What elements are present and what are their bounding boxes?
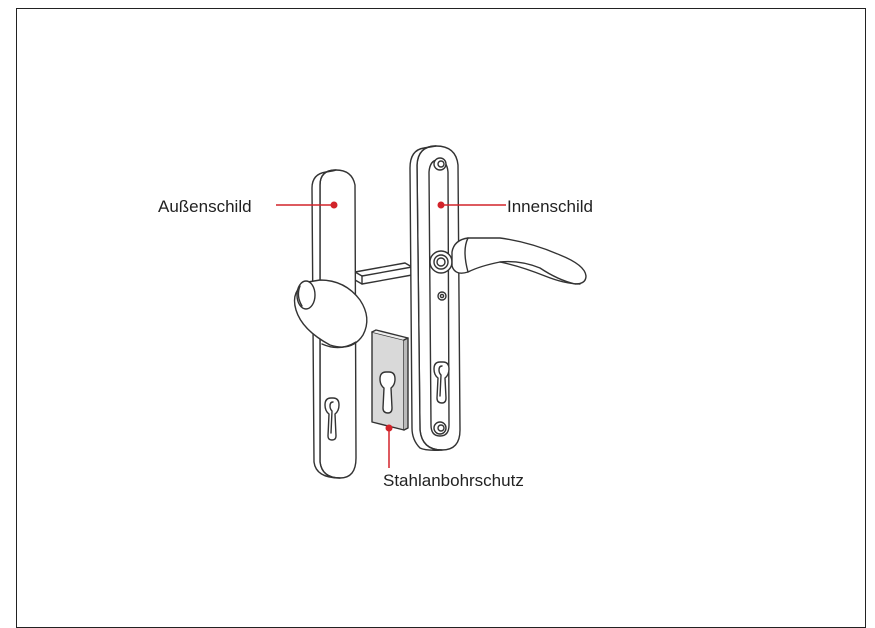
callout-dot [438, 202, 445, 209]
lever-handle [452, 238, 586, 284]
steel-drill-protection [372, 330, 408, 430]
callout-stahlanbohrschutz [386, 425, 393, 469]
label-aussenschild: Außenschild [158, 198, 252, 215]
callout-dot [386, 425, 393, 432]
callout-dot [331, 202, 338, 209]
door-fitting-diagram [0, 0, 875, 612]
label-stahlanbohrschutz: Stahlanbohrschutz [383, 472, 524, 489]
label-innenschild: Innenschild [507, 198, 593, 215]
spindle [355, 263, 412, 284]
inner-plate [410, 146, 460, 450]
